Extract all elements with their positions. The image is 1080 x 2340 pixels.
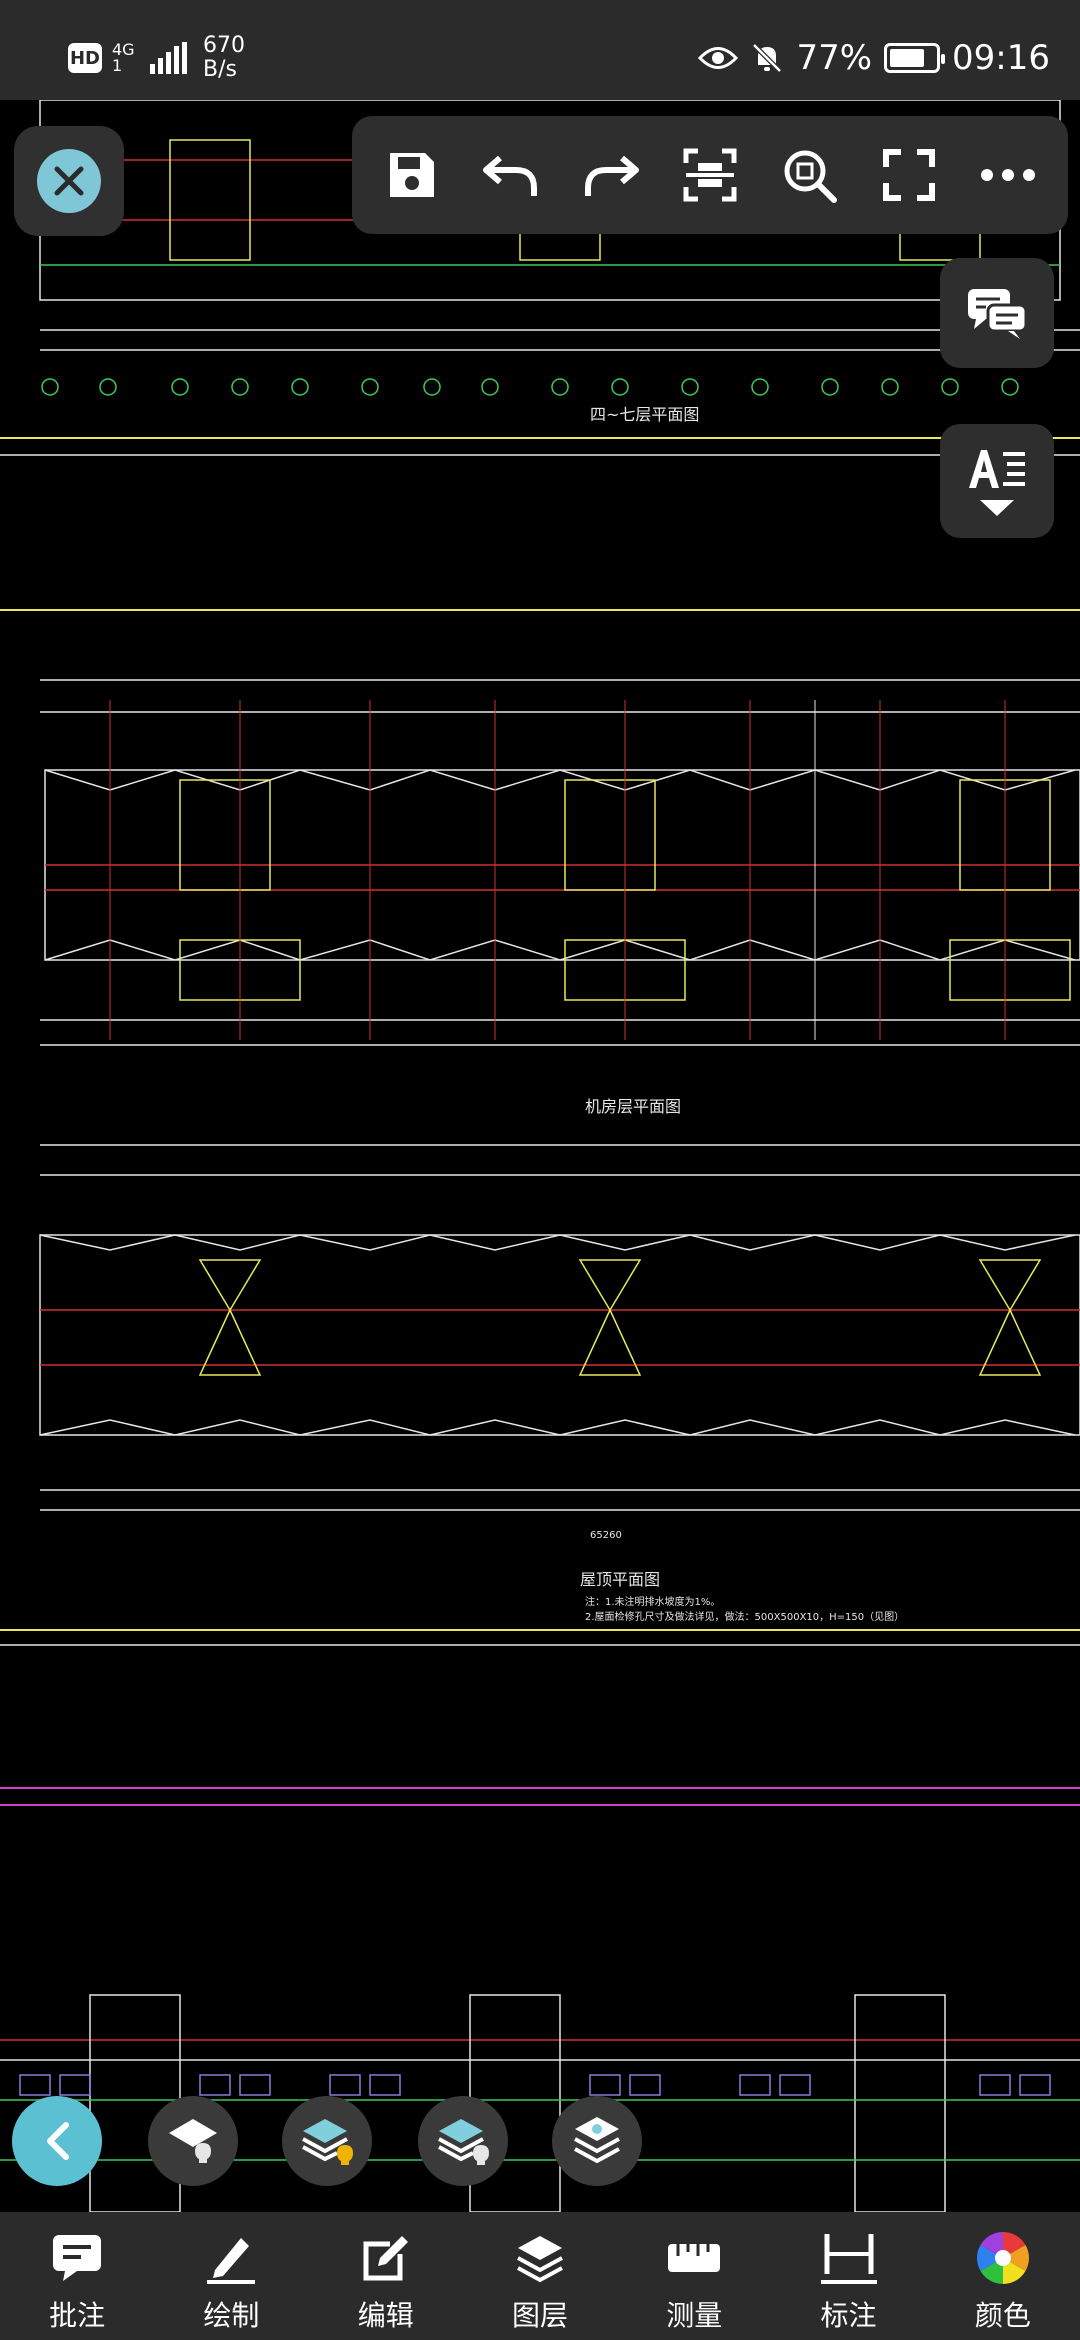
zoom-icon	[784, 150, 838, 203]
nav-label-dimension: 标注	[820, 2299, 877, 2332]
nav-draw[interactable]: 绘制	[154, 2212, 308, 2340]
more-button[interactable]	[968, 135, 1048, 215]
close-icon	[37, 149, 101, 213]
redo-icon	[584, 155, 639, 196]
fullscreen-icon	[882, 149, 935, 201]
battery-fill	[890, 49, 924, 67]
layer-icon	[169, 2119, 217, 2163]
cad-canvas[interactable]: 四~七层平面图 机房层平面图	[0, 100, 1080, 2212]
dimension-icon	[819, 2228, 879, 2288]
top-toolbar	[352, 116, 1068, 234]
plan-block-roof	[0, 1144, 1080, 1806]
edit-icon	[356, 2228, 416, 2288]
battery-icon	[884, 43, 946, 73]
elevation-windows	[19, 2074, 1051, 2096]
speed-unit: B/s	[203, 57, 237, 82]
network-type-top: 4G	[112, 40, 135, 59]
nav-label-draw: 绘制	[203, 2299, 260, 2332]
layers-icon	[510, 2228, 570, 2288]
nav-label-measure: 测量	[666, 2299, 723, 2332]
bottom-nav: 批注 绘制 编辑 图层	[0, 2212, 1080, 2340]
nav-layers[interactable]: 图层	[463, 2212, 617, 2340]
roof-note-1: 注：1.未注明排水坡度为1%。	[585, 1595, 720, 1608]
cad-drawing: 四~七层平面图 机房层平面图	[0, 100, 1080, 2212]
nav-measure[interactable]: 测量	[617, 2212, 771, 2340]
redo-button[interactable]	[571, 135, 651, 215]
annotate-icon	[47, 2228, 107, 2288]
machine-grid-lines	[109, 700, 1006, 1040]
more-icon	[981, 169, 1036, 181]
close-button[interactable]	[14, 126, 124, 236]
comment-button[interactable]	[940, 258, 1054, 368]
text-style-button[interactable]	[940, 424, 1054, 538]
fullscreen-button[interactable]	[869, 135, 949, 215]
axis-bubbles-upper	[41, 378, 1019, 396]
scan-button[interactable]	[670, 135, 750, 215]
status-left: HD 4G 1 670 B/s	[68, 34, 245, 82]
signal-icon	[150, 42, 187, 74]
layer-button[interactable]	[148, 2096, 238, 2186]
hd-badge: HD	[68, 43, 102, 73]
zoom-button[interactable]	[769, 135, 849, 215]
mute-bell-icon	[752, 43, 783, 73]
speed-value: 670	[203, 33, 245, 58]
nav-label-layers: 图层	[511, 2299, 568, 2332]
layer-light-button[interactable]	[282, 2096, 372, 2186]
nav-color[interactable]: 颜色	[926, 2212, 1080, 2340]
network-type-bottom: 1	[112, 56, 123, 75]
layer-all-icon	[438, 2119, 489, 2165]
nav-label-edit: 编辑	[357, 2299, 414, 2332]
status-right: 77% 09:16	[698, 38, 1050, 78]
back-icon	[47, 2122, 69, 2160]
clock: 09:16	[952, 38, 1050, 78]
save-button[interactable]	[372, 135, 452, 215]
sheet-title-3: 屋顶平面图	[580, 1570, 660, 1589]
nav-dimension[interactable]: 标注	[771, 2212, 925, 2340]
measure-icon	[664, 2228, 724, 2288]
network-type: 4G 1	[112, 42, 140, 74]
layer-all-button[interactable]	[418, 2096, 508, 2186]
color-icon	[973, 2228, 1033, 2288]
plan-block-machine	[40, 679, 1080, 1046]
nav-label-color: 颜色	[974, 2299, 1031, 2332]
sheet-title-1: 四~七层平面图	[590, 405, 699, 424]
save-icon	[389, 153, 434, 197]
back-button[interactable]	[12, 2096, 102, 2186]
scan-icon	[683, 148, 737, 202]
layer-stack-icon	[574, 2117, 620, 2164]
layer-stack-button[interactable]	[552, 2096, 642, 2186]
sheet-title-2: 机房层平面图	[585, 1097, 681, 1116]
network-speed: 670 B/s	[203, 34, 245, 82]
status-bar: HD 4G 1 670 B/s 77% 09:16	[0, 0, 1080, 100]
undo-button[interactable]	[471, 135, 551, 215]
nav-label-annotate: 批注	[49, 2299, 106, 2332]
draw-icon	[201, 2228, 261, 2288]
nav-annotate[interactable]: 批注	[0, 2212, 154, 2340]
undo-icon	[483, 155, 538, 196]
comment-icon	[968, 289, 1028, 339]
layer-light-icon	[302, 2119, 353, 2165]
nav-edit[interactable]: 编辑	[309, 2212, 463, 2340]
total-dimension: 65260	[590, 1530, 622, 1541]
roof-note-2: 2.屋面检修孔尺寸及做法详见，做法：500X500X10，H=150（见图）	[585, 1610, 904, 1623]
text-style-icon	[969, 450, 1025, 488]
layer-fab-row	[0, 2096, 1080, 2192]
battery-percent: 77%	[796, 38, 873, 78]
chevron-down-icon	[980, 500, 1014, 516]
eye-icon	[698, 47, 739, 69]
